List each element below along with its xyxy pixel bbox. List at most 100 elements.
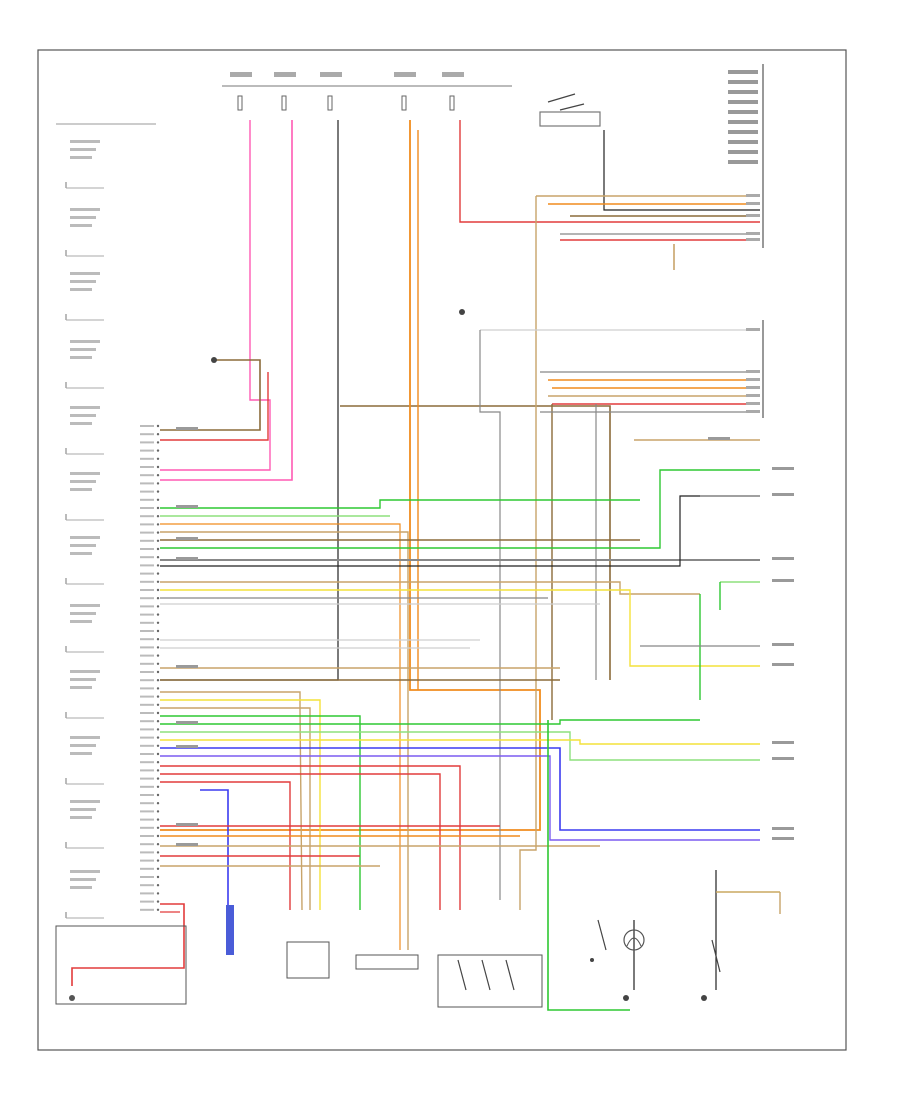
connector-pin [156, 695, 160, 698]
connector-pin-label [140, 794, 154, 796]
connector-pin-label [140, 630, 154, 632]
connector-pin [156, 843, 160, 846]
connector-pin [156, 810, 160, 813]
module-label-mark [70, 678, 96, 681]
connector-pin-label [140, 753, 154, 755]
connector-pin-label [728, 140, 758, 144]
connector-pin [156, 506, 160, 510]
connector-pin [156, 744, 160, 747]
connector-pin [156, 465, 160, 469]
connector-pin-label [728, 80, 758, 84]
connector-pin [156, 736, 160, 739]
connector-pin [156, 441, 160, 444]
fuse-label-mark [442, 72, 464, 77]
connector-pin [156, 457, 160, 460]
module-label-mark [70, 288, 92, 291]
wire-color-label [772, 827, 794, 830]
connector-pin [156, 638, 160, 641]
module-label-mark [70, 620, 92, 623]
connector-icon [226, 905, 234, 955]
connector-pin-label [140, 605, 154, 608]
wire-color-label [176, 665, 198, 668]
connector-pin [156, 539, 160, 542]
relay-icon [437, 954, 543, 1008]
wire [459, 120, 760, 223]
wire [160, 523, 401, 950]
connector-pin [156, 605, 160, 608]
connector-pin-label [140, 572, 154, 575]
wire [160, 581, 700, 595]
connector-pin-label [140, 597, 154, 600]
connector-pin [156, 547, 160, 551]
wire [200, 789, 229, 905]
connector-pin [156, 867, 160, 870]
module-label-mark [70, 272, 100, 275]
module-label-mark [70, 552, 92, 555]
module-label-mark [70, 744, 96, 747]
sensor-icon [459, 309, 465, 315]
module-label-mark [70, 414, 96, 417]
wire [160, 120, 271, 471]
connector-pin-label [746, 238, 760, 241]
connector-pin-label [140, 761, 154, 764]
connector-pin-label [140, 589, 154, 591]
wire-color-label [176, 505, 198, 508]
wire-color-label [772, 741, 794, 744]
connector-pin [156, 588, 160, 592]
wire-color-label [176, 843, 198, 846]
connector-pin-label [140, 539, 154, 542]
connector-pin-label [140, 802, 154, 805]
module-label-mark [70, 870, 100, 873]
connector-pin-label [140, 908, 154, 911]
ground-icon [69, 995, 75, 1001]
connector-pin-label [746, 328, 760, 331]
connector-pin [156, 670, 160, 674]
fuse-label-mark [230, 72, 252, 77]
wire [160, 781, 291, 910]
fuse-label-mark [394, 72, 416, 77]
connector-pin-label [140, 580, 154, 583]
fuse-icon [401, 95, 407, 111]
connector-pin [156, 769, 160, 772]
connector-pin [156, 711, 160, 715]
connector-pin-label [140, 548, 154, 550]
connector-pin [156, 580, 160, 583]
connector-pin [156, 826, 160, 829]
connector-pin-label [140, 523, 154, 526]
wire-color-label [772, 757, 794, 760]
connector-pin [156, 662, 160, 665]
wire [160, 589, 760, 667]
connector-pin [156, 851, 160, 854]
module-label-mark [70, 156, 92, 159]
connector-pin-label [140, 490, 154, 493]
connector-pin-label [140, 466, 154, 468]
connector-pin-label [728, 120, 758, 124]
ground-icon [590, 958, 707, 1001]
connector-pin-label [746, 394, 760, 397]
module-label-mark [70, 536, 100, 539]
module-label-mark [70, 422, 92, 425]
connector-pin-label [746, 214, 760, 217]
wire [160, 359, 261, 431]
connector-pin [156, 687, 160, 690]
connector-pin [156, 859, 160, 862]
connector-pin [156, 474, 160, 477]
connector-pin-label [140, 638, 154, 641]
wire-color-label [772, 493, 794, 496]
diagram-frame [37, 49, 847, 1051]
sensor-box [355, 954, 419, 970]
connector-pin-label [140, 777, 154, 780]
module-label-mark [70, 472, 100, 475]
wire [160, 499, 640, 509]
wire-color-label [708, 437, 730, 440]
connector-pin-label [140, 744, 154, 747]
fuse-icon [449, 95, 455, 111]
module-label-mark [70, 148, 96, 151]
connector-pin [156, 752, 160, 756]
connector-pin-label [728, 100, 758, 104]
lamp-icon [623, 929, 645, 951]
connector-pin-label [140, 851, 154, 854]
connector-pin-label [140, 900, 154, 903]
left-connector-pins [140, 70, 794, 911]
